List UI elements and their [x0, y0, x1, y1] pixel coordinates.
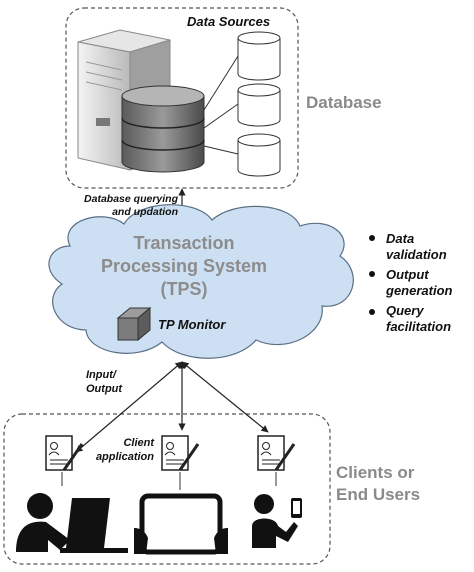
tps-title: Transaction Processing System (TPS): [100, 233, 268, 299]
document-user-icon: [161, 435, 200, 471]
data-sources-label: Data Sources: [187, 14, 271, 29]
laptop-user-icon: [16, 493, 128, 553]
tp-monitor-label: TP Monitor: [158, 317, 226, 332]
data-source-cylinder-icon: [237, 31, 281, 81]
phone-user-icon: [252, 494, 302, 548]
data-source-cylinder-icon: [237, 83, 281, 127]
database-cylinder-icon: [121, 85, 205, 173]
clients-title: Clients or End Users: [336, 463, 421, 504]
database-title: Database: [306, 93, 382, 112]
tablet-hands-icon: [134, 493, 228, 555]
cube-icon: [116, 306, 152, 342]
document-user-icon: [45, 435, 84, 471]
data-sources-box: [65, 7, 299, 189]
server-icon: [77, 29, 171, 171]
functions-list: Data validation Output generation Query …: [386, 231, 453, 334]
io-arrow-left: [75, 361, 183, 453]
client-app-label: Client application: [95, 437, 154, 463]
bullet: [369, 309, 375, 315]
bullet: [369, 271, 375, 277]
db-link-label: Database querying and updation: [84, 193, 178, 218]
document-user-icon: [257, 435, 296, 471]
clients-box: [3, 413, 331, 565]
bullet: [369, 235, 375, 241]
io-arrow-right: [181, 361, 269, 433]
data-source-cylinder-icon: [237, 133, 281, 177]
io-label: Input/ Output: [86, 369, 123, 395]
